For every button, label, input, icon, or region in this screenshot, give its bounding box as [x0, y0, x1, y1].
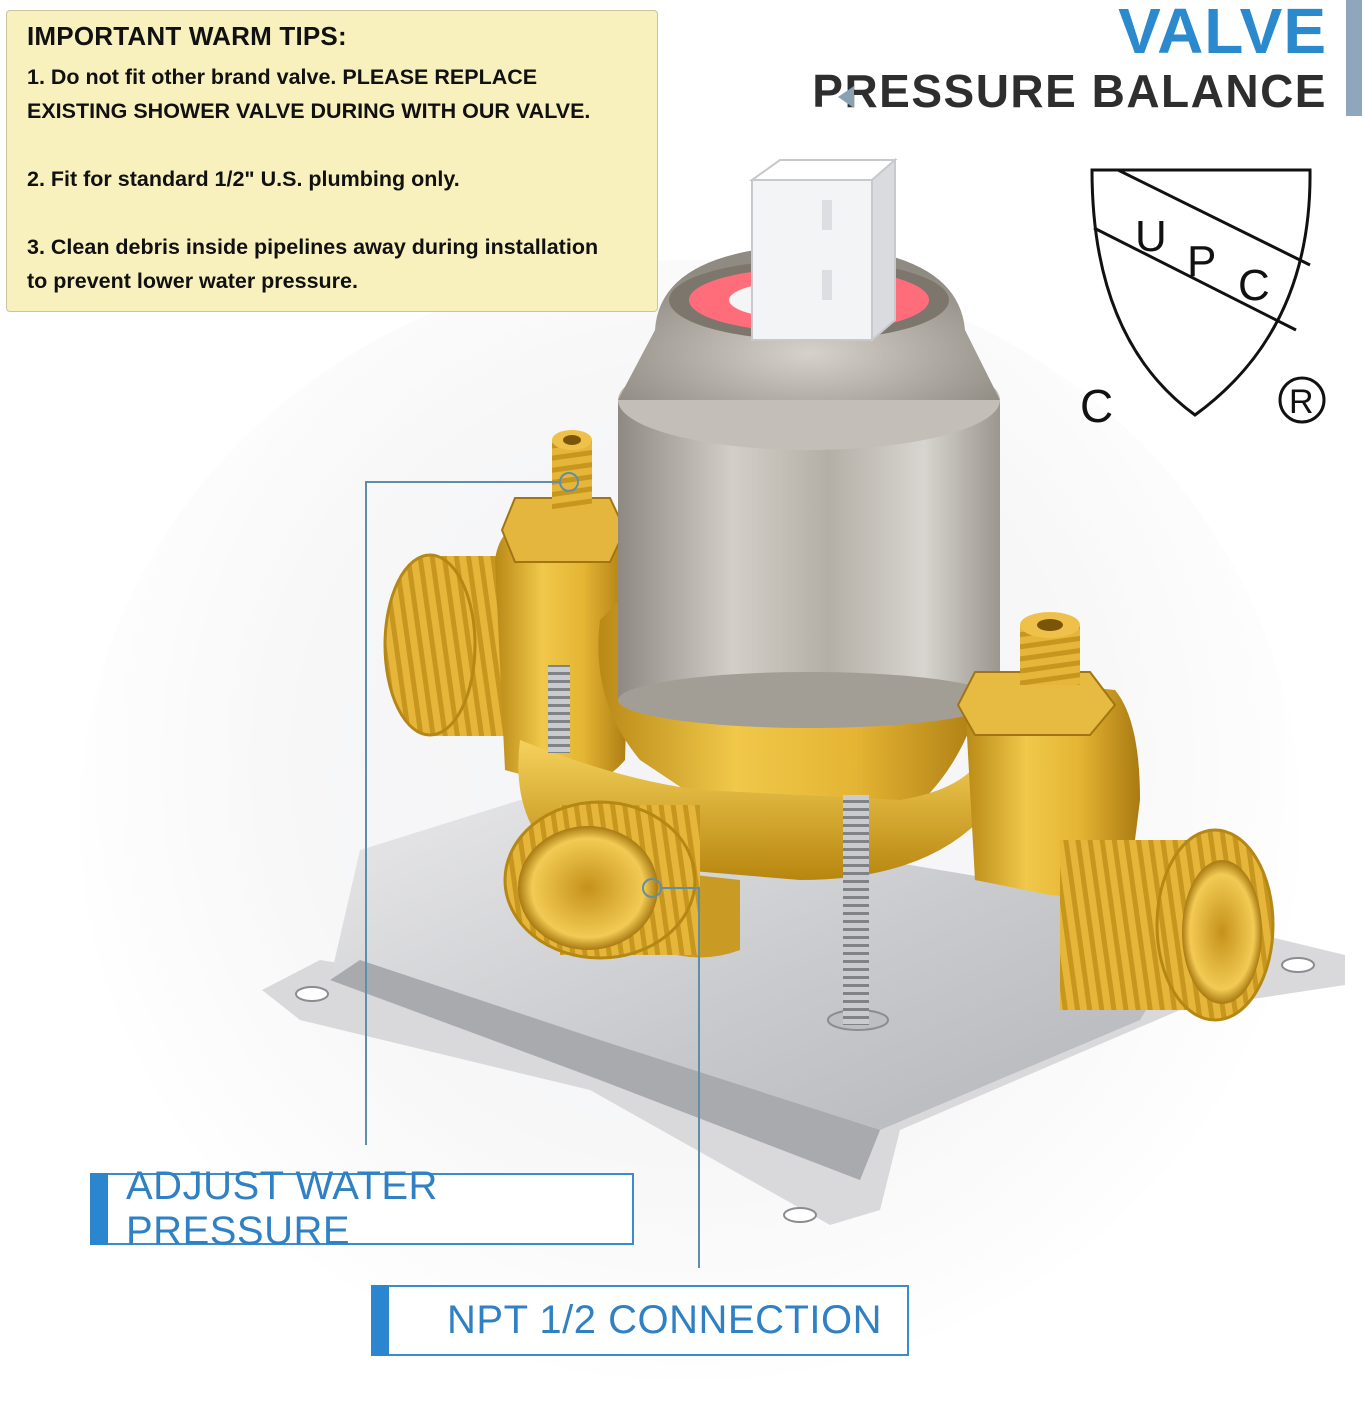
- callout-accent-bar: [90, 1173, 108, 1245]
- upc-letter-c: C: [1238, 261, 1270, 310]
- callout-npt-connection: NPT 1/2 CONNECTION: [371, 1285, 909, 1356]
- callout-adjust-water-pressure: ADJUST WATER PRESSURE: [90, 1164, 634, 1253]
- callout-npt-label: NPT 1/2 CONNECTION: [447, 1298, 882, 1342]
- product-title: VALVE: [1118, 0, 1327, 67]
- upc-letter-u: U: [1135, 212, 1167, 261]
- title-pointer-icon: [838, 86, 854, 108]
- cartridge-stem: [748, 157, 898, 343]
- tip-item-3: 3. Clean debris inside pipelines away du…: [27, 235, 599, 293]
- upc-letter-p: P: [1187, 237, 1216, 286]
- callout-accent-bar: [371, 1285, 389, 1356]
- front-outlet-connection: [503, 800, 700, 960]
- tip-item-2: 2. Fit for standard 1/2" U.S. plumbing o…: [27, 167, 460, 191]
- title-accent-bar: [1346, 0, 1362, 116]
- tip-item-1: 1. Do not fit other brand valve. PLEASE …: [27, 65, 591, 123]
- product-subtitle: PRESSURE BALANCE: [812, 65, 1327, 117]
- tips-title: IMPORTANT WARM TIPS:: [27, 21, 347, 51]
- registered-mark: R: [1289, 383, 1314, 421]
- upc-certification-logo: U P C C R: [1080, 168, 1326, 432]
- callout-adjust-label: ADJUST WATER PRESSURE: [126, 1164, 438, 1253]
- right-outlet-connection: [1060, 828, 1275, 1022]
- important-tips-panel: IMPORTANT WARM TIPS: 1. Do not fit other…: [6, 10, 658, 312]
- c-mark: C: [1080, 380, 1113, 432]
